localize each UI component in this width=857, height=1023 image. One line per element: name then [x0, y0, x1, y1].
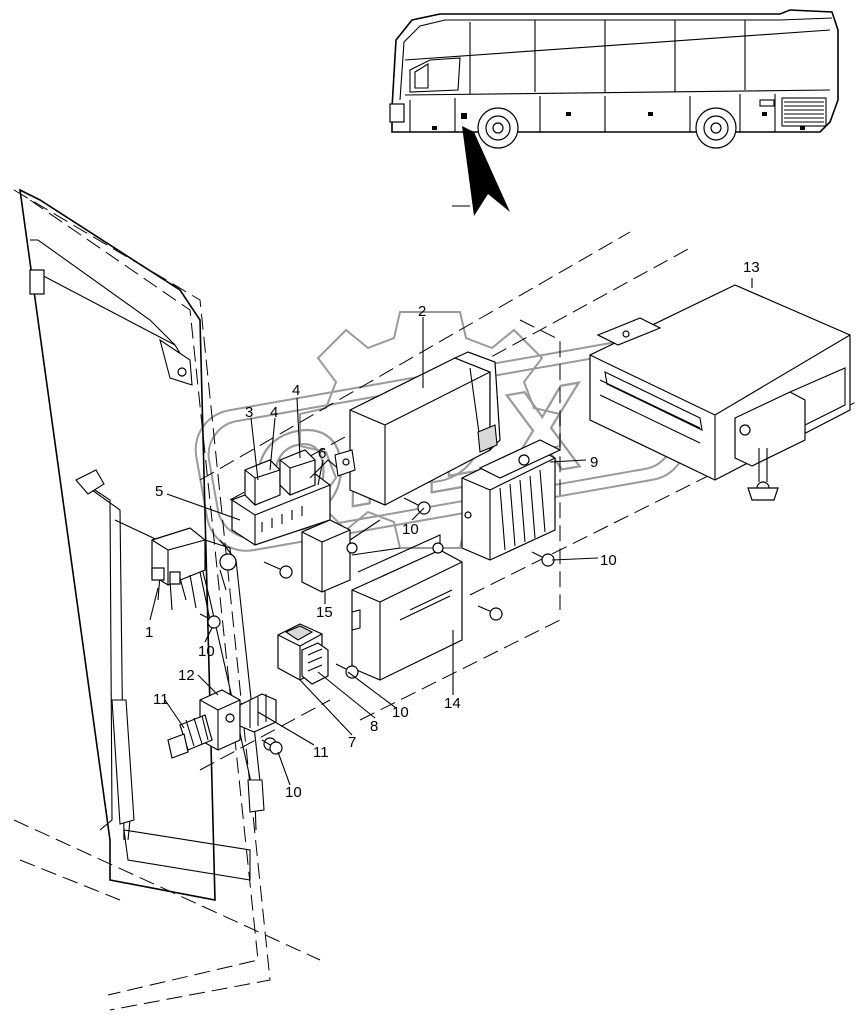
- callout-10d: 10: [392, 704, 409, 721]
- part-1-connector-block: [151, 527, 237, 621]
- callout-8: 8: [370, 718, 378, 735]
- part-2-control-module: [334, 351, 501, 506]
- callout-9: 9: [590, 454, 598, 471]
- callout-10c: 10: [198, 643, 215, 660]
- screw-e: [477, 605, 503, 621]
- part-3-4-5-6-relay-cluster: [231, 449, 341, 546]
- callout-2: 2: [418, 303, 426, 320]
- callout-1: 1: [145, 624, 153, 641]
- part-13-ecu: [589, 284, 851, 501]
- leader-lines: [149, 278, 753, 786]
- callout-7: 7: [348, 734, 356, 751]
- callout-11a: 11: [153, 691, 169, 708]
- callout-14: 14: [444, 695, 461, 712]
- callout-13: 13: [743, 259, 760, 276]
- part-7-8-connector: [277, 623, 329, 685]
- part-15-small-box: [301, 519, 401, 593]
- screws: [199, 497, 555, 755]
- screw-f: [335, 663, 359, 679]
- callout-15: 15: [316, 604, 333, 621]
- callout-3: 3: [245, 404, 253, 421]
- callout-6: 6: [318, 445, 326, 462]
- callout-10b: 10: [600, 552, 617, 569]
- locator-arrow: [462, 126, 510, 216]
- callout-10a: 10: [402, 521, 419, 538]
- part-11-12-rotary-switch: [167, 689, 277, 759]
- callout-4b: 4: [292, 382, 300, 399]
- screw-g: [261, 739, 283, 755]
- part-14-box-bracket: [351, 534, 463, 681]
- callout-5: 5: [155, 483, 163, 500]
- callouts: 1 2 3 4 4 5 6 7 8 9 10 10 10 10 10 11 11…: [145, 259, 760, 801]
- callout-4a: 4: [270, 404, 278, 421]
- screw-d: [531, 551, 555, 567]
- screw-a: [199, 613, 221, 629]
- callout-12: 12: [178, 667, 195, 684]
- callout-10e: 10: [285, 784, 302, 801]
- screw-b: [263, 561, 293, 579]
- callout-11b: 11: [313, 744, 329, 761]
- bus-locator-view: [389, 9, 839, 216]
- part-9-heatsink-module: [461, 439, 562, 561]
